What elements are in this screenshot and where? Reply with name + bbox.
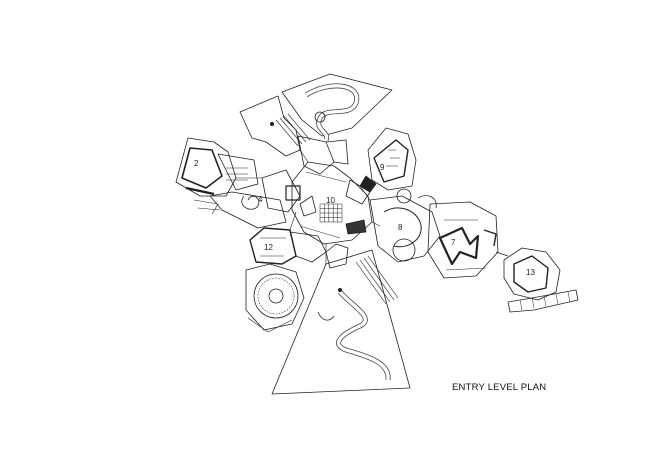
west-wing: [175, 137, 317, 229]
skylight-grid: [319, 203, 343, 223]
room-label-12: 12: [264, 243, 273, 252]
connectors: [236, 149, 381, 264]
plan-caption: ENTRY LEVEL PLAN: [452, 382, 547, 393]
northeast-wing: [345, 127, 417, 205]
east-wing: [369, 188, 499, 279]
room-label-10: 10: [326, 196, 335, 205]
east-pavilion: [495, 247, 579, 313]
room-label-9: 9: [380, 163, 385, 172]
north-wing: [239, 95, 349, 175]
room-labels: 2 4 7 8 9 10 12 13: [194, 159, 535, 277]
room-label-4: 4: [258, 195, 263, 204]
room-label-2: 2: [194, 159, 199, 168]
room-label-13: 13: [526, 268, 535, 277]
room-label-7: 7: [451, 238, 456, 247]
room-label-8: 8: [398, 223, 403, 232]
north-court: [281, 73, 393, 142]
southwest-wing: [245, 227, 327, 333]
south-court: [271, 243, 411, 395]
